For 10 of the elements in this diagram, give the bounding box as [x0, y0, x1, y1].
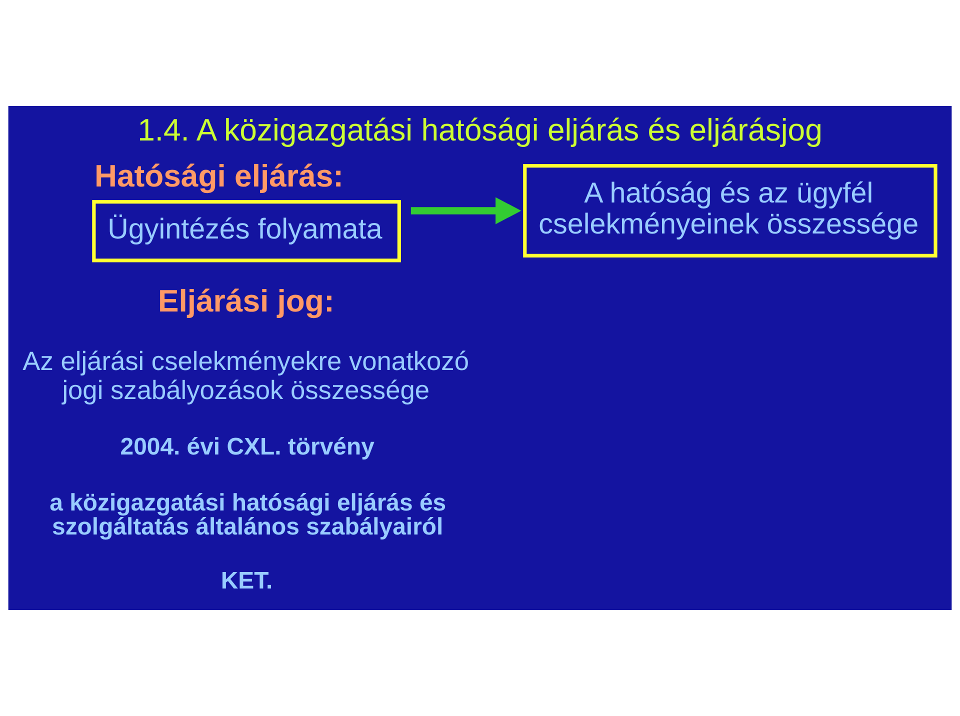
node-box: A hatóság és az ügyfél cselekményeinek összessége — [523, 164, 938, 258]
label: Az eljárási cselekményekre vonatkozó jogi szabályozások összessége — [22, 346, 470, 405]
label: KET. — [220, 567, 273, 594]
arrow — [410, 197, 522, 224]
label: Eljárási jog: — [158, 284, 334, 319]
label: a közigazgatási hatósági eljárás és szolgáltatás általános szabályairól — [50, 490, 446, 541]
node-box: Ügyintézés folyamata — [92, 200, 401, 262]
diagram-title: 1.4. A közigazgatási hatósági eljárás és eljárásjog — [138, 112, 822, 148]
node-label: Hatósági eljárás: — [94, 158, 344, 194]
label: 2004. évi CXL. törvény — [120, 433, 374, 460]
